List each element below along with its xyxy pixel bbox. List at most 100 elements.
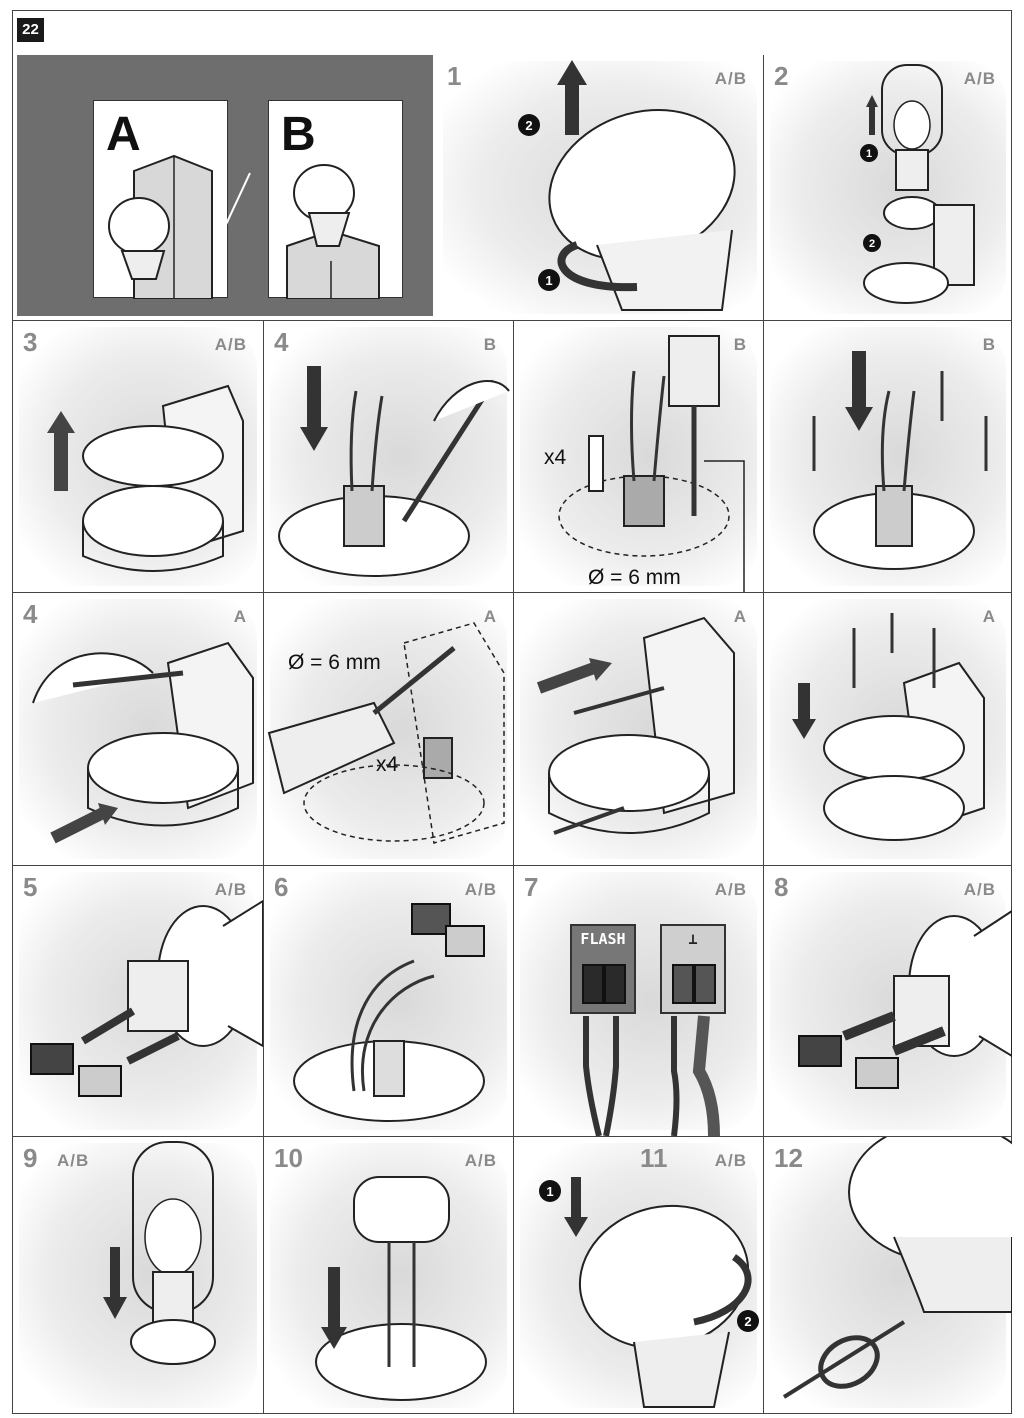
step-number: 9 xyxy=(23,1143,38,1173)
drill-diameter: Ø = 6 mm xyxy=(588,566,681,589)
variant-label: A/B xyxy=(714,69,747,88)
flash-label: FLASH xyxy=(580,930,626,948)
step-5-panel: 5 A/B xyxy=(13,866,263,1136)
step-3-panel: 3 A/B xyxy=(13,321,263,592)
step-number: 7 xyxy=(524,872,539,902)
variant-label: A xyxy=(733,607,747,626)
tighten-screw-illustration xyxy=(782,1137,1012,1399)
step-number: 8 xyxy=(774,872,789,902)
step-4-a-panel: 4 A xyxy=(13,593,263,865)
step-10-panel: 10 A/B xyxy=(264,1137,513,1414)
knock-out-holes-illustration xyxy=(278,366,510,577)
option-a-letter: A xyxy=(106,108,141,161)
step-number: 11 xyxy=(640,1143,668,1173)
mount-bracket-illustration xyxy=(536,616,735,835)
unplug-terminal-illustration xyxy=(30,899,263,1097)
variant-label: A xyxy=(483,607,497,626)
wall-bracket-knockout-illustration xyxy=(32,641,254,844)
step-9-panel: 9 A/B xyxy=(13,1137,263,1414)
option-b-letter: B xyxy=(281,108,316,161)
terminal-slot xyxy=(672,964,694,1004)
variant-label: A xyxy=(982,607,996,626)
page-frame xyxy=(12,10,1012,1414)
option-b-card: B xyxy=(268,100,403,300)
screw-bracket-illustration xyxy=(792,613,985,841)
step-number: 6 xyxy=(274,872,289,902)
wire-types-illustration xyxy=(583,1015,720,1136)
step-4-b-panel: 4 B xyxy=(264,321,513,592)
option-a-card: A xyxy=(93,100,228,300)
svg-text:2: 2 xyxy=(744,1314,751,1329)
variant-label: A/B xyxy=(214,880,247,899)
anchor-count: x4 xyxy=(544,446,567,469)
variant-label: A/B xyxy=(464,1151,497,1170)
step-number: 3 xyxy=(23,327,38,357)
variant-label: A xyxy=(233,607,247,626)
row-divider xyxy=(12,865,1012,866)
variant-label: A/B xyxy=(963,880,996,899)
insert-holder-base-illustration xyxy=(315,1176,487,1401)
wall-mount-illustration xyxy=(108,154,213,300)
row-divider xyxy=(12,320,1012,321)
step-4-a-screws-panel: A xyxy=(764,593,1012,865)
row-divider xyxy=(12,592,1012,593)
plug-terminal-illustration xyxy=(798,909,1012,1089)
column-divider xyxy=(263,320,264,1414)
connect-wires-illustration xyxy=(293,903,485,1122)
step-6-panel: 6 A/B xyxy=(264,866,513,1136)
terminal-slot xyxy=(582,964,604,1004)
bulb-holder-removal-illustration: 1 2 xyxy=(860,64,975,304)
column-divider xyxy=(763,55,764,1414)
page-number-badge: 22 xyxy=(17,18,44,42)
flash-terminal-block: FLASH xyxy=(570,924,636,1014)
step-4-a-mount-panel: A xyxy=(514,593,763,865)
step-number: 10 xyxy=(274,1143,303,1173)
step-number: 12 xyxy=(774,1143,803,1173)
step-number: 1 xyxy=(447,61,462,91)
lens-removal-illustration: 2 1 xyxy=(518,60,736,311)
step-number: 5 xyxy=(23,872,38,902)
step-2-panel: 2 A/B 1 2 xyxy=(764,55,1012,320)
variant-label: A/B xyxy=(464,880,497,899)
antenna-icon: ⊥ xyxy=(688,930,698,948)
step-4-b-screws-panel: B xyxy=(764,321,1012,592)
svg-text:1: 1 xyxy=(866,148,872,160)
step-7-panel: 7 A/B FLASH ⊥ xyxy=(514,866,763,1136)
reinsert-bulb-holder-illustration xyxy=(103,1141,216,1365)
row-divider xyxy=(12,1136,1012,1137)
step-4-a-drill-panel: A Ø = 6 mm x4 xyxy=(264,593,513,865)
base-removal-illustration xyxy=(47,384,244,572)
variant-label: A/B xyxy=(57,1151,90,1170)
mounting-options-overview: A B xyxy=(17,55,433,316)
antenna-terminal-block: ⊥ xyxy=(660,924,726,1014)
step-12-panel: 12 A/B xyxy=(764,1137,1012,1414)
step-4-b-drill-panel: B x4 Ø = 6 mm xyxy=(514,321,763,592)
variant-label: B xyxy=(982,335,996,354)
step-number: 4 xyxy=(23,599,38,629)
step-1-panel: 1 A/B 2 1 xyxy=(437,55,763,320)
step-number: 4 xyxy=(274,327,289,357)
step-11-panel: 11 A/B 1 2 xyxy=(514,1137,763,1414)
drill-diameter: Ø = 6 mm xyxy=(288,651,381,674)
variant-label: A/B xyxy=(714,1151,747,1170)
terminal-slot xyxy=(604,964,626,1004)
variant-label: B xyxy=(483,335,497,354)
variant-label: A/B xyxy=(214,335,247,354)
svg-text:2: 2 xyxy=(869,238,875,250)
variant-label: A/B xyxy=(714,880,747,899)
variant-label: A/B xyxy=(963,69,996,88)
callout-1: 1 xyxy=(545,273,552,288)
step-number: 2 xyxy=(774,61,789,91)
variant-label: B xyxy=(733,335,747,354)
refit-lens-illustration: 1 2 xyxy=(539,1177,759,1408)
post-mount-illustration xyxy=(286,164,380,300)
terminal-slot xyxy=(694,964,716,1004)
svg-text:1: 1 xyxy=(546,1184,553,1199)
column-divider xyxy=(513,320,514,1414)
drill-wall-illustration xyxy=(267,622,505,844)
drill-base-illustration xyxy=(558,335,745,592)
screw-base-illustration xyxy=(812,351,988,570)
callout-2: 2 xyxy=(525,118,532,133)
step-8-panel: 8 A/B xyxy=(764,866,1012,1136)
